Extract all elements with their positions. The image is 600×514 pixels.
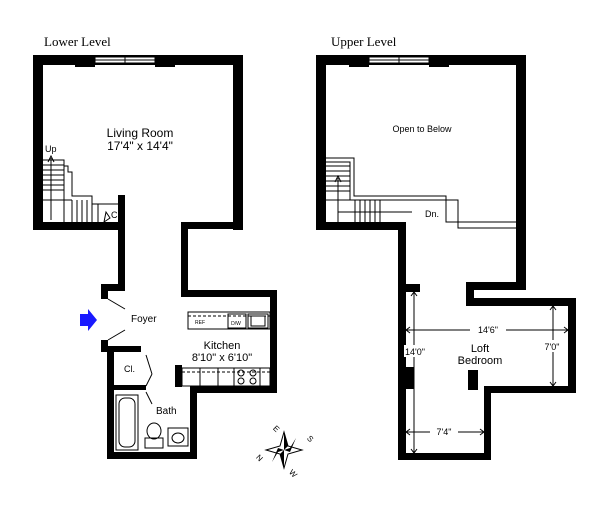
loft-width-dim: 14'6" [478, 325, 498, 335]
upper-level-heading: Upper Level [331, 34, 397, 49]
lower-level-heading: Lower Level [44, 34, 111, 49]
loft-label-line1: Loft [471, 343, 489, 355]
loft-height-right-dim: 7'0" [545, 342, 560, 352]
closet-1-label: Cl. [111, 210, 122, 220]
refrigerator-label: REF [195, 320, 205, 326]
foyer: Foyer [80, 298, 157, 341]
lower-level-plan: Lower Level [33, 34, 277, 459]
foyer-label: Foyer [131, 314, 157, 325]
entry-arrow-icon [80, 309, 97, 331]
dishwasher-label: D/W [231, 321, 241, 327]
upper-level-plan: Upper Level Open to Below [316, 34, 576, 460]
closet-2-label: Cl. [124, 364, 135, 374]
closet-2: Cl. [124, 354, 153, 387]
upper-window [368, 56, 430, 64]
open-to-below-label: Open to Below [392, 124, 452, 134]
compass-e: E [271, 424, 281, 434]
kitchen: D/W REF Kitchen 8'10" x 6'10" [181, 311, 271, 387]
kitchen-dims: 8'10" x 6'10" [192, 352, 252, 364]
lower-walls [33, 55, 277, 459]
compass-rose: E S N W [254, 424, 315, 480]
compass-s: S [305, 434, 315, 444]
bath-label: Bath [156, 406, 177, 417]
lower-window [94, 56, 156, 64]
compass-n: N [254, 453, 265, 464]
living-room-label: Living Room [107, 126, 174, 140]
sink-icon [247, 313, 269, 329]
stairs-up-label: Up [45, 144, 57, 154]
loft-label-line2: Bedroom [458, 355, 503, 367]
loft-bottom-dim: 7'4" [437, 427, 452, 437]
bath-sink-icon [167, 427, 189, 447]
stairs-down-label: Dn. [425, 209, 439, 219]
kitchen-label: Kitchen [204, 340, 241, 352]
upper-staircase: Dn. [326, 157, 516, 229]
lower-staircase: Up [43, 144, 118, 222]
compass-w: W [287, 468, 299, 480]
stove-icon [233, 367, 261, 387]
loft-height-left-dim: 14'0" [405, 347, 425, 357]
closet-1: Cl. [103, 210, 122, 223]
toilet-icon [144, 437, 164, 449]
bathtub-icon [115, 394, 139, 451]
living-room-dims: 17'4" x 14'4" [107, 139, 173, 153]
bath: Bath [115, 391, 189, 451]
upper-walls [316, 55, 576, 460]
loft-dimensions: 14'6" 14'0" 7'0" 7'4" [404, 291, 569, 454]
